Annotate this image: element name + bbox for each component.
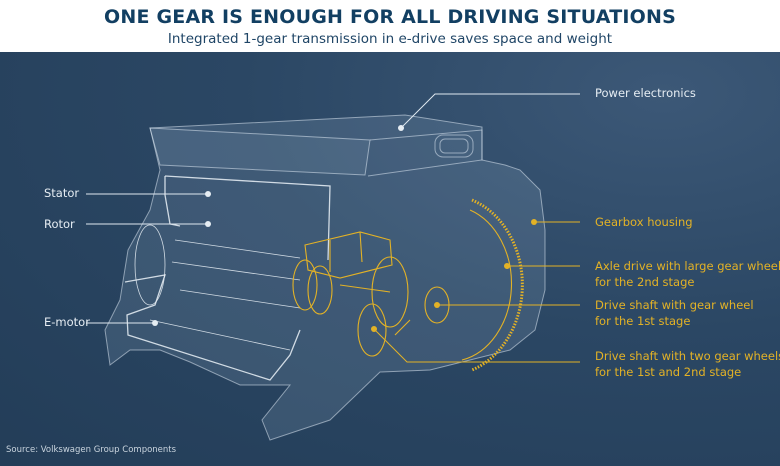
marker-dot: [205, 191, 211, 197]
page-title: ONE GEAR IS ENOUGH FOR ALL DRIVING SITUA…: [104, 6, 676, 28]
label-power-electronics: Power electronics: [595, 86, 696, 100]
marker-dot: [434, 302, 440, 308]
leader-lines-gold: [373, 221, 580, 363]
label-axle-drive: Axle drive with large gear wheel for the…: [595, 258, 780, 290]
label-gearbox-housing: Gearbox housing: [595, 215, 693, 229]
gearbox-components: [292, 198, 524, 372]
label-line: for the 1st and 2nd stage: [595, 365, 742, 379]
label-drive-shaft-one-gear: Drive shaft with gear wheel for the 1st …: [595, 297, 754, 329]
label-line: Axle drive with large gear wheel: [595, 259, 780, 273]
e-motor-cutaway: [124, 175, 331, 381]
motor-housing: [104, 114, 546, 441]
label-line: for the 1st stage: [595, 314, 691, 328]
label-rotor: Rotor: [44, 217, 75, 231]
label-line: Drive shaft with two gear wheels: [595, 349, 780, 363]
leader-lines-white: [86, 93, 580, 324]
label-stator: Stator: [44, 186, 80, 200]
marker-dot: [398, 125, 404, 131]
label-line: for the 2nd stage: [595, 275, 695, 289]
label-e-motor: E-motor: [44, 315, 90, 329]
label-line: Drive shaft with gear wheel: [595, 298, 754, 312]
page-subtitle: Integrated 1-gear transmission in e-driv…: [167, 31, 613, 47]
marker-dot: [205, 221, 211, 227]
marker-dot: [371, 326, 377, 332]
label-drive-shaft-two-gears: Drive shaft with two gear wheels for the…: [595, 348, 780, 380]
marker-dot: [152, 320, 158, 326]
source-credit: Source: Volkswagen Group Components: [6, 445, 177, 455]
marker-dots-white: [152, 125, 404, 326]
header: ONE GEAR IS ENOUGH FOR ALL DRIVING SITUA…: [0, 0, 780, 52]
diagram-background: [0, 52, 780, 466]
marker-dot: [504, 263, 510, 269]
marker-dot: [531, 219, 537, 225]
marker-dots-gold: [371, 219, 537, 332]
